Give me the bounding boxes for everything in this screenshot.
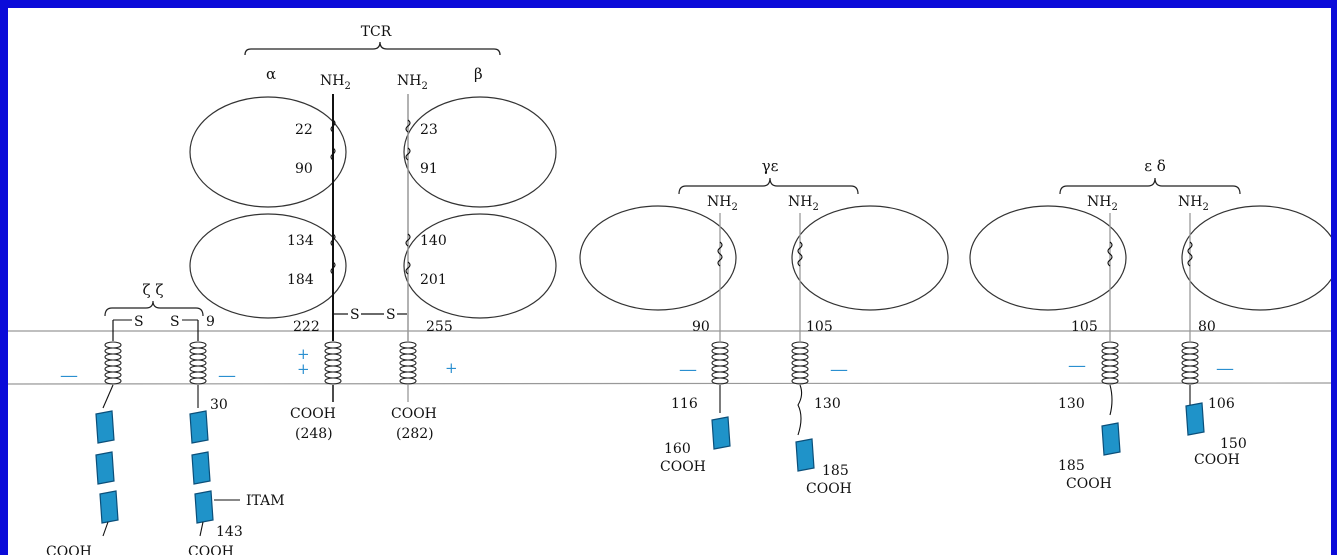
epsilon1-domain xyxy=(792,206,948,310)
epsilon1-tm-105: 105 xyxy=(806,319,833,335)
gamma-cyto-116: 116 xyxy=(671,396,698,412)
epsilon2-cooh: COOH xyxy=(1066,476,1112,492)
zeta-minus-left: — xyxy=(60,365,78,386)
tcr-brace xyxy=(245,42,500,55)
alpha-end-248: (248) xyxy=(295,426,333,442)
epsilon1-end-185: 185 xyxy=(822,463,849,479)
delta-end-150: 150 xyxy=(1220,436,1247,452)
delta-cyto-106: 106 xyxy=(1208,396,1235,412)
gamma-end-160: 160 xyxy=(664,441,691,457)
epsilon1-cooh: COOH xyxy=(806,481,852,497)
beta-end-282: (282) xyxy=(396,426,434,442)
alpha-nh2: NH2 xyxy=(320,73,351,92)
diagram-frame: TCR α β NH2 NH2 22 90 134 184 23 91 140 … xyxy=(8,8,1331,555)
zeta-left-itams xyxy=(96,411,118,536)
beta-residue-91: 91 xyxy=(420,161,438,177)
gamma-domain xyxy=(580,206,736,310)
zeta-ss-right: S xyxy=(170,314,180,330)
beta-cooh: COOH xyxy=(391,406,437,422)
delta-cooh: COOH xyxy=(1194,452,1240,468)
beta-nh2: NH2 xyxy=(397,73,428,92)
epsilon1-nh2: NH2 xyxy=(788,194,819,213)
delta-tm-80: 80 xyxy=(1198,319,1216,335)
beta-residue-201: 201 xyxy=(420,272,447,288)
tcr-label: TCR xyxy=(361,24,392,40)
tcr-cd3-diagram: TCR α β NH2 NH2 22 90 134 184 23 91 140 … xyxy=(8,8,1331,555)
alpha-residue-184: 184 xyxy=(287,272,314,288)
zeta-minus-right: — xyxy=(218,365,236,386)
zeta-left-cooh: COOH xyxy=(46,544,92,555)
gamma-cooh: COOH xyxy=(660,459,706,475)
epsilon2-minus: — xyxy=(1068,355,1086,376)
gamma-nh2: NH2 xyxy=(707,194,738,213)
zeta-tm-9: 9 xyxy=(206,314,215,330)
delta-itam xyxy=(1186,403,1204,435)
alpha-tm-222: 222 xyxy=(293,319,320,335)
alpha-cooh: COOH xyxy=(290,406,336,422)
epsilon2-end-185: 185 xyxy=(1058,458,1085,474)
delta-nh2: NH2 xyxy=(1178,194,1209,213)
gamma-epsilon-group: γε NH2 NH2 90 105 — — 116 130 160 COOH 1… xyxy=(580,157,948,497)
gamma-epsilon-label: γε xyxy=(762,157,779,175)
zeta-ss-left: S xyxy=(134,314,144,330)
epsilon1-minus: — xyxy=(830,359,848,380)
alpha-c-domain xyxy=(190,214,346,318)
itam-label: ITAM xyxy=(246,493,285,509)
epsilon-delta-group: ε δ NH2 NH2 105 80 — — 130 106 185 COOH … xyxy=(970,157,1331,492)
epsilon-delta-label: ε δ xyxy=(1144,157,1166,175)
delta-minus: — xyxy=(1216,358,1234,379)
alpha-residue-22: 22 xyxy=(295,122,313,138)
tcr-group: TCR α β NH2 NH2 22 90 134 184 23 91 140 … xyxy=(190,24,556,442)
zeta-cyto-30: 30 xyxy=(210,397,228,413)
zeta-zeta-group: ζ ζ S S 9 — — 30 ITAM 143 COOH COOH xyxy=(46,281,285,555)
beta-residue-23: 23 xyxy=(420,122,438,138)
epsilon2-cyto-130: 130 xyxy=(1058,396,1085,412)
alpha-residue-90: 90 xyxy=(295,161,313,177)
zeta-right-cooh: COOH xyxy=(188,544,234,555)
alpha-plus-2: + xyxy=(297,360,310,378)
alpha-v-domain xyxy=(190,97,346,207)
epsilon2-domain xyxy=(970,206,1126,310)
beta-c-domain xyxy=(404,214,556,318)
tcr-ss-left: S xyxy=(350,307,360,323)
zeta-zeta-label: ζ ζ xyxy=(142,281,163,299)
zeta-end-143: 143 xyxy=(216,524,243,540)
gamma-minus: — xyxy=(679,359,697,380)
epsilon1-itam xyxy=(796,439,814,471)
epsilon1-cyto-130: 130 xyxy=(814,396,841,412)
gamma-itam xyxy=(712,417,730,449)
epsilon2-tm-105: 105 xyxy=(1071,319,1098,335)
beta-tm-255: 255 xyxy=(426,319,453,335)
epsilon2-itam xyxy=(1102,423,1120,455)
alpha-label: α xyxy=(266,65,276,83)
zeta-right-itams xyxy=(190,411,213,536)
alpha-residue-134: 134 xyxy=(287,233,314,249)
beta-residue-140: 140 xyxy=(420,233,447,249)
tcr-ss-right: S xyxy=(386,307,396,323)
gamma-tm-90: 90 xyxy=(692,319,710,335)
tcr-tm-coils xyxy=(325,342,416,384)
epsilon2-nh2: NH2 xyxy=(1087,194,1118,213)
beta-label: β xyxy=(474,65,483,83)
beta-v-domain xyxy=(404,97,556,207)
beta-plus: + xyxy=(445,359,458,377)
delta-domain xyxy=(1182,206,1331,310)
